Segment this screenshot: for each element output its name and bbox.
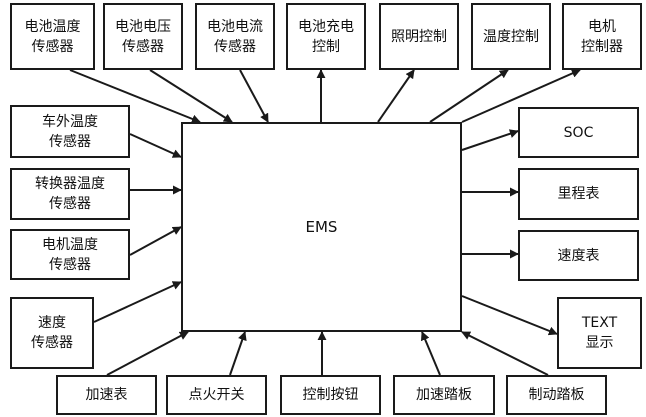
- arrow-motor-temperature-to-ems: [129, 226, 182, 256]
- accelerator-pedal-box: 加速踏板: [393, 375, 495, 415]
- odometer-box: 里程表: [518, 168, 639, 220]
- arrow-ems-to-soc: [461, 129, 519, 151]
- arrow-brake-pedal-to-ems: [461, 331, 549, 376]
- speed-sensor-label: 速度 传感器: [31, 315, 73, 351]
- brake-pedal-box: 制动踏板: [506, 375, 607, 415]
- accelerometer-label: 加速表: [85, 387, 128, 403]
- control-button-label: 控制按钮: [302, 387, 359, 403]
- arrow-ems-to-temperature-control: [429, 69, 509, 123]
- arrow-ems-to-text-display: [461, 295, 558, 336]
- temperature-control-box: 温度控制: [471, 3, 551, 70]
- temperature-control-label: 温度控制: [483, 28, 539, 45]
- battery-temperature-sensor-label: 电池温度 传感器: [24, 18, 81, 55]
- soc-label: SOC: [563, 124, 594, 141]
- motor-controller-label: 电机 控制器: [581, 18, 623, 55]
- battery-voltage-sensor-label: 电池电压 传感器: [115, 18, 171, 55]
- arrow-accelerometer-to-ems: [106, 331, 189, 376]
- motor-temperature-sensor-label: 电机温度 传感器: [42, 236, 98, 273]
- arrow-outside-temperature-to-ems: [129, 133, 182, 158]
- battery-charge-control-label: 电池充电 控制: [298, 18, 354, 55]
- battery-current-sensor-label: 电池电流 传感器: [207, 18, 263, 55]
- ems-box: EMS: [181, 122, 462, 332]
- lighting-control-box: 照明控制: [379, 3, 459, 70]
- arrow-ems-to-lighting-control: [377, 69, 415, 123]
- converter-temperature-sensor-label: 转换器温度 传感器: [35, 176, 105, 212]
- speed-sensor-box: 速度 传感器: [10, 297, 94, 369]
- arrow-accelerator-pedal-to-ems: [420, 331, 441, 376]
- text-display-box: TEXT 显示: [557, 297, 642, 369]
- motor-controller-box: 电机 控制器: [562, 3, 642, 70]
- battery-current-sensor-box: 电池电流 传感器: [195, 3, 275, 70]
- battery-voltage-sensor-box: 电池电压 传感器: [103, 3, 183, 70]
- outside-temperature-sensor-label: 车外温度 传感器: [42, 113, 98, 150]
- text-display-label: TEXT 显示: [581, 315, 618, 351]
- arrow-battery-voltage-to-ems: [149, 69, 233, 123]
- accelerator-pedal-label: 加速踏板: [416, 387, 472, 403]
- soc-box: SOC: [518, 107, 639, 158]
- ignition-switch-box: 点火开关: [166, 375, 267, 415]
- ems-label: EMS: [305, 218, 338, 236]
- accelerometer-box: 加速表: [56, 375, 157, 415]
- battery-charge-control-box: 电池充电 控制: [286, 3, 366, 70]
- lighting-control-label: 照明控制: [391, 28, 447, 45]
- odometer-label: 里程表: [557, 186, 600, 202]
- arrow-speed-sensor-to-ems: [93, 281, 182, 323]
- brake-pedal-label: 制动踏板: [528, 387, 585, 403]
- outside-temperature-sensor-box: 车外温度 传感器: [10, 105, 130, 158]
- motor-temperature-sensor-box: 电机温度 传感器: [10, 229, 130, 280]
- ignition-switch-label: 点火开关: [188, 387, 245, 403]
- control-button-box: 控制按钮: [280, 375, 381, 415]
- converter-temperature-sensor-box: 转换器温度 传感器: [10, 168, 130, 220]
- speedometer-box: 速度表: [518, 230, 639, 281]
- arrow-battery-current-to-ems: [239, 69, 269, 123]
- arrow-ems-to-motor-controller: [461, 69, 581, 123]
- speedometer-label: 速度表: [557, 247, 600, 264]
- battery-temperature-sensor-box: 电池温度 传感器: [10, 3, 95, 70]
- arrow-ignition-switch-to-ems: [229, 331, 247, 376]
- arrow-battery-temperature-to-ems: [69, 69, 201, 124]
